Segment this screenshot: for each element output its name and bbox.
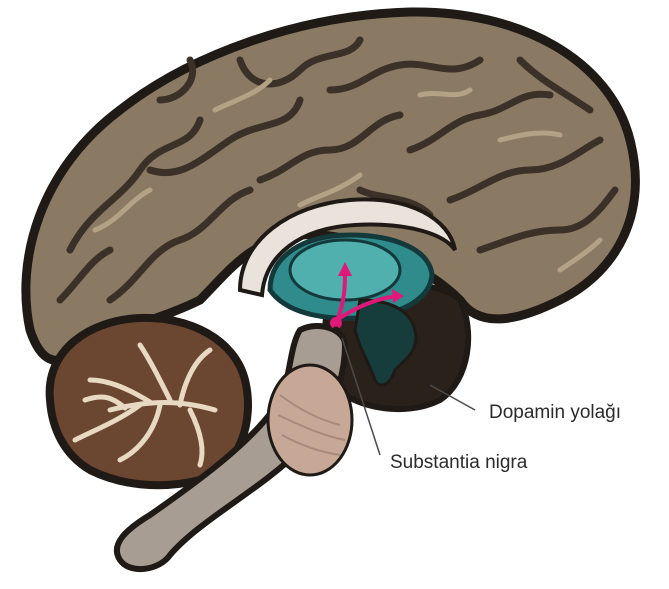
pons [268,365,352,475]
label-dopamine-pathway: Dopamin yolağı [489,402,621,424]
substantia-nigra-dot [333,327,340,334]
label-substantia-nigra: Substantia nigra [390,452,527,474]
